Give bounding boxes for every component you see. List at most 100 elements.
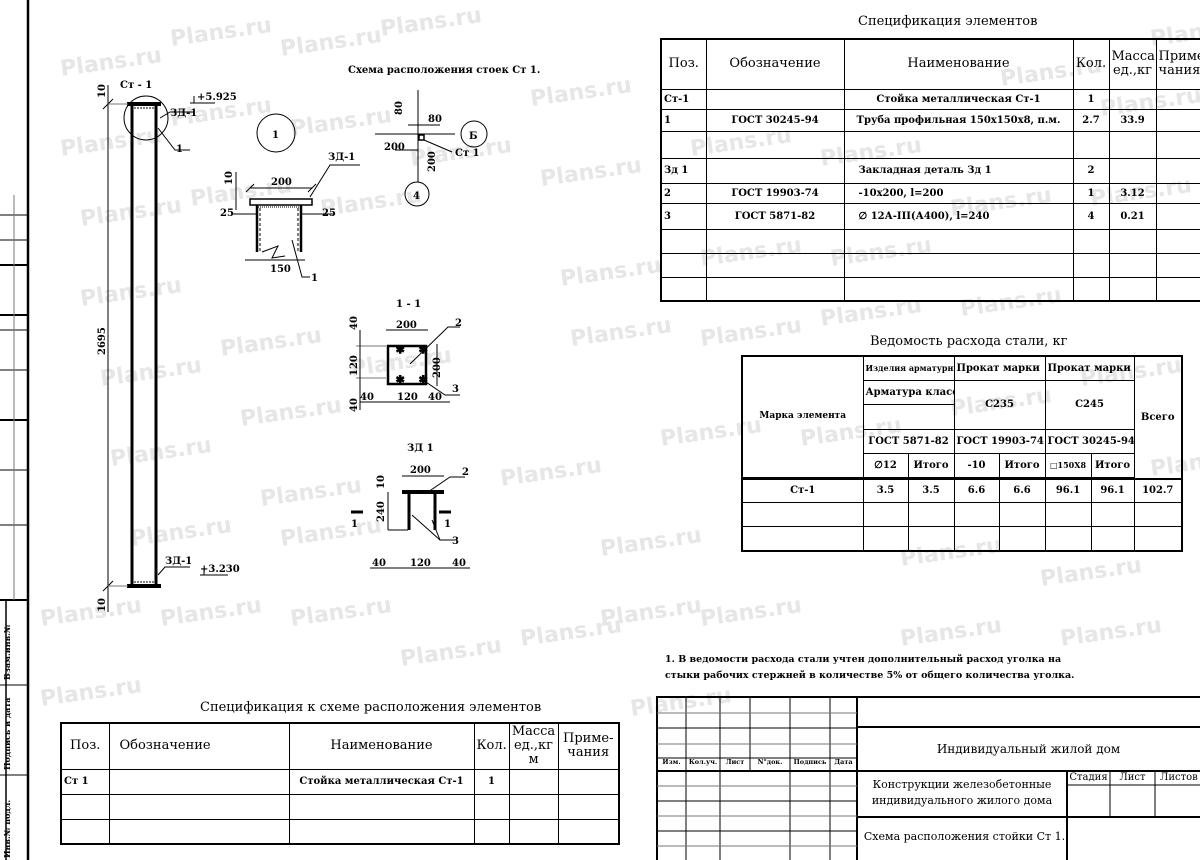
rebar-class-label: Арматура класса [862,379,955,405]
steel-title: Ведомость расхода стали, кг [870,334,1068,349]
node-embed-label: ЗД-1 [328,152,355,163]
table-row [660,276,1200,302]
rebar-class-value [862,403,955,430]
plan-column-label: Ст 1 [455,148,480,159]
cut-mark-right: 1 [444,519,451,530]
grade-c235: С235 [953,379,1046,430]
table-cell: 1 [1072,182,1110,204]
section-name: Конструкции железобетонные индивидуально… [871,778,1053,807]
revision-header: Изм. Кол.уч. Лист N°док. Подпись Дата [657,758,857,766]
table-cell [1155,108,1200,132]
table-cell [1155,157,1200,184]
node-pos-1: 1 [311,273,318,284]
grade-c245: С245 [1044,379,1135,430]
spec-top-table: Поз. Обозначение Наименование Кол. Масса… [660,38,1200,302]
sub-tube: □150Х8 [1044,452,1092,478]
total-header: Всего [1133,355,1183,479]
axis-4: 4 [413,191,420,202]
zd-dim-10: 10 [376,475,387,489]
table-cell [557,768,620,795]
col-name: Наименование [843,38,1074,90]
table-cell: 3 [660,202,707,230]
svg-text:✲: ✲ [419,375,427,386]
table-cell: 2 [660,182,707,204]
spec-top-title: Спецификация элементов [858,14,1038,29]
sub-total-3: Итого [1090,452,1135,478]
table-cell [60,818,110,845]
table-cell [108,818,290,845]
sec-dim-40-top: 40 [349,316,360,330]
col-qty: Кол. [1072,38,1110,90]
table-cell: 1 [473,768,510,795]
label-sheet: Лист [725,758,745,766]
col-name: Наименование [288,722,475,770]
plan-dim-200a: 200 [384,142,405,153]
table-cell [705,88,845,110]
table-cell [1155,202,1200,230]
zd-dim-200: 200 [410,465,431,476]
table-cell [660,228,707,254]
steel-cell: 96.1 [1044,478,1092,503]
steel-cell: 96.1 [1090,478,1135,503]
col-qty: Кол. [473,722,510,770]
table-cell: 3.12 [1108,182,1157,204]
table-cell [1155,88,1200,110]
node-dim-200: 200 [271,177,292,188]
table-cell [705,130,845,159]
embed-label-bottom: ЗД-1 [165,556,192,567]
steel-cell: 6.6 [953,478,1000,503]
col-notes: Приме чания [1155,38,1200,90]
sec-dim-120: 120 [397,392,418,403]
table-cell [843,130,1074,159]
table-cell [1155,130,1200,159]
table-cell [1072,252,1110,278]
col-designation: Обозначение [108,722,290,770]
sub-d12: ∅12 [862,452,909,478]
group-rebar: Изделия арматурные [862,355,955,381]
drawing-title: Схема расположения стоек Ст 1. [348,65,540,76]
table-row [60,793,620,820]
col-mass: Масса ед.,кг [1108,38,1157,90]
table-cell [1108,276,1157,302]
steel-cell: 102.7 [1133,478,1183,503]
steel-cell: 3.5 [862,478,909,503]
group-rolled-2: Прокат марки [1044,355,1135,381]
zd-pos-3: 3 [452,536,459,547]
table-cell [1155,228,1200,254]
pos-label: 1 [176,144,183,155]
svg-text:✲: ✲ [396,345,404,356]
plan-dim-80b: 80 [428,114,442,125]
gost-tube: ГОСТ 30245-94 [1044,428,1135,454]
table-cell [60,793,110,820]
sec-dim-40-bottom: 40 [349,398,360,412]
steel-cell: 3.5 [907,478,955,503]
table-row [660,228,1200,254]
project-name: Индивидуальный жилой дом [936,742,1121,756]
table-cell: Ст 1 [60,768,110,795]
table-cell [1155,276,1200,302]
table-row [60,818,620,845]
table-cell [843,228,1074,254]
sec-dim-120-side: 120 [349,355,360,376]
table-cell [108,793,290,820]
node-dim-25b: 25 [322,208,336,219]
table-cell [557,818,620,845]
table-cell: 2.7 [1072,108,1110,132]
table-cell [1072,228,1110,254]
plan-location [375,90,488,207]
height-dimension: 2695 [97,327,108,355]
table-cell: ∅ 12А-III(А400), l=240 [843,202,1074,230]
zd-dim-40a: 40 [372,558,386,569]
table-cell [288,793,475,820]
table-cell: ГОСТ 19903-74 [705,182,845,204]
table-cell: 1 [660,108,707,132]
table-cell [473,818,510,845]
section-title: 1 - 1 [396,299,421,310]
sec-dim-200-side: 200 [432,357,443,378]
